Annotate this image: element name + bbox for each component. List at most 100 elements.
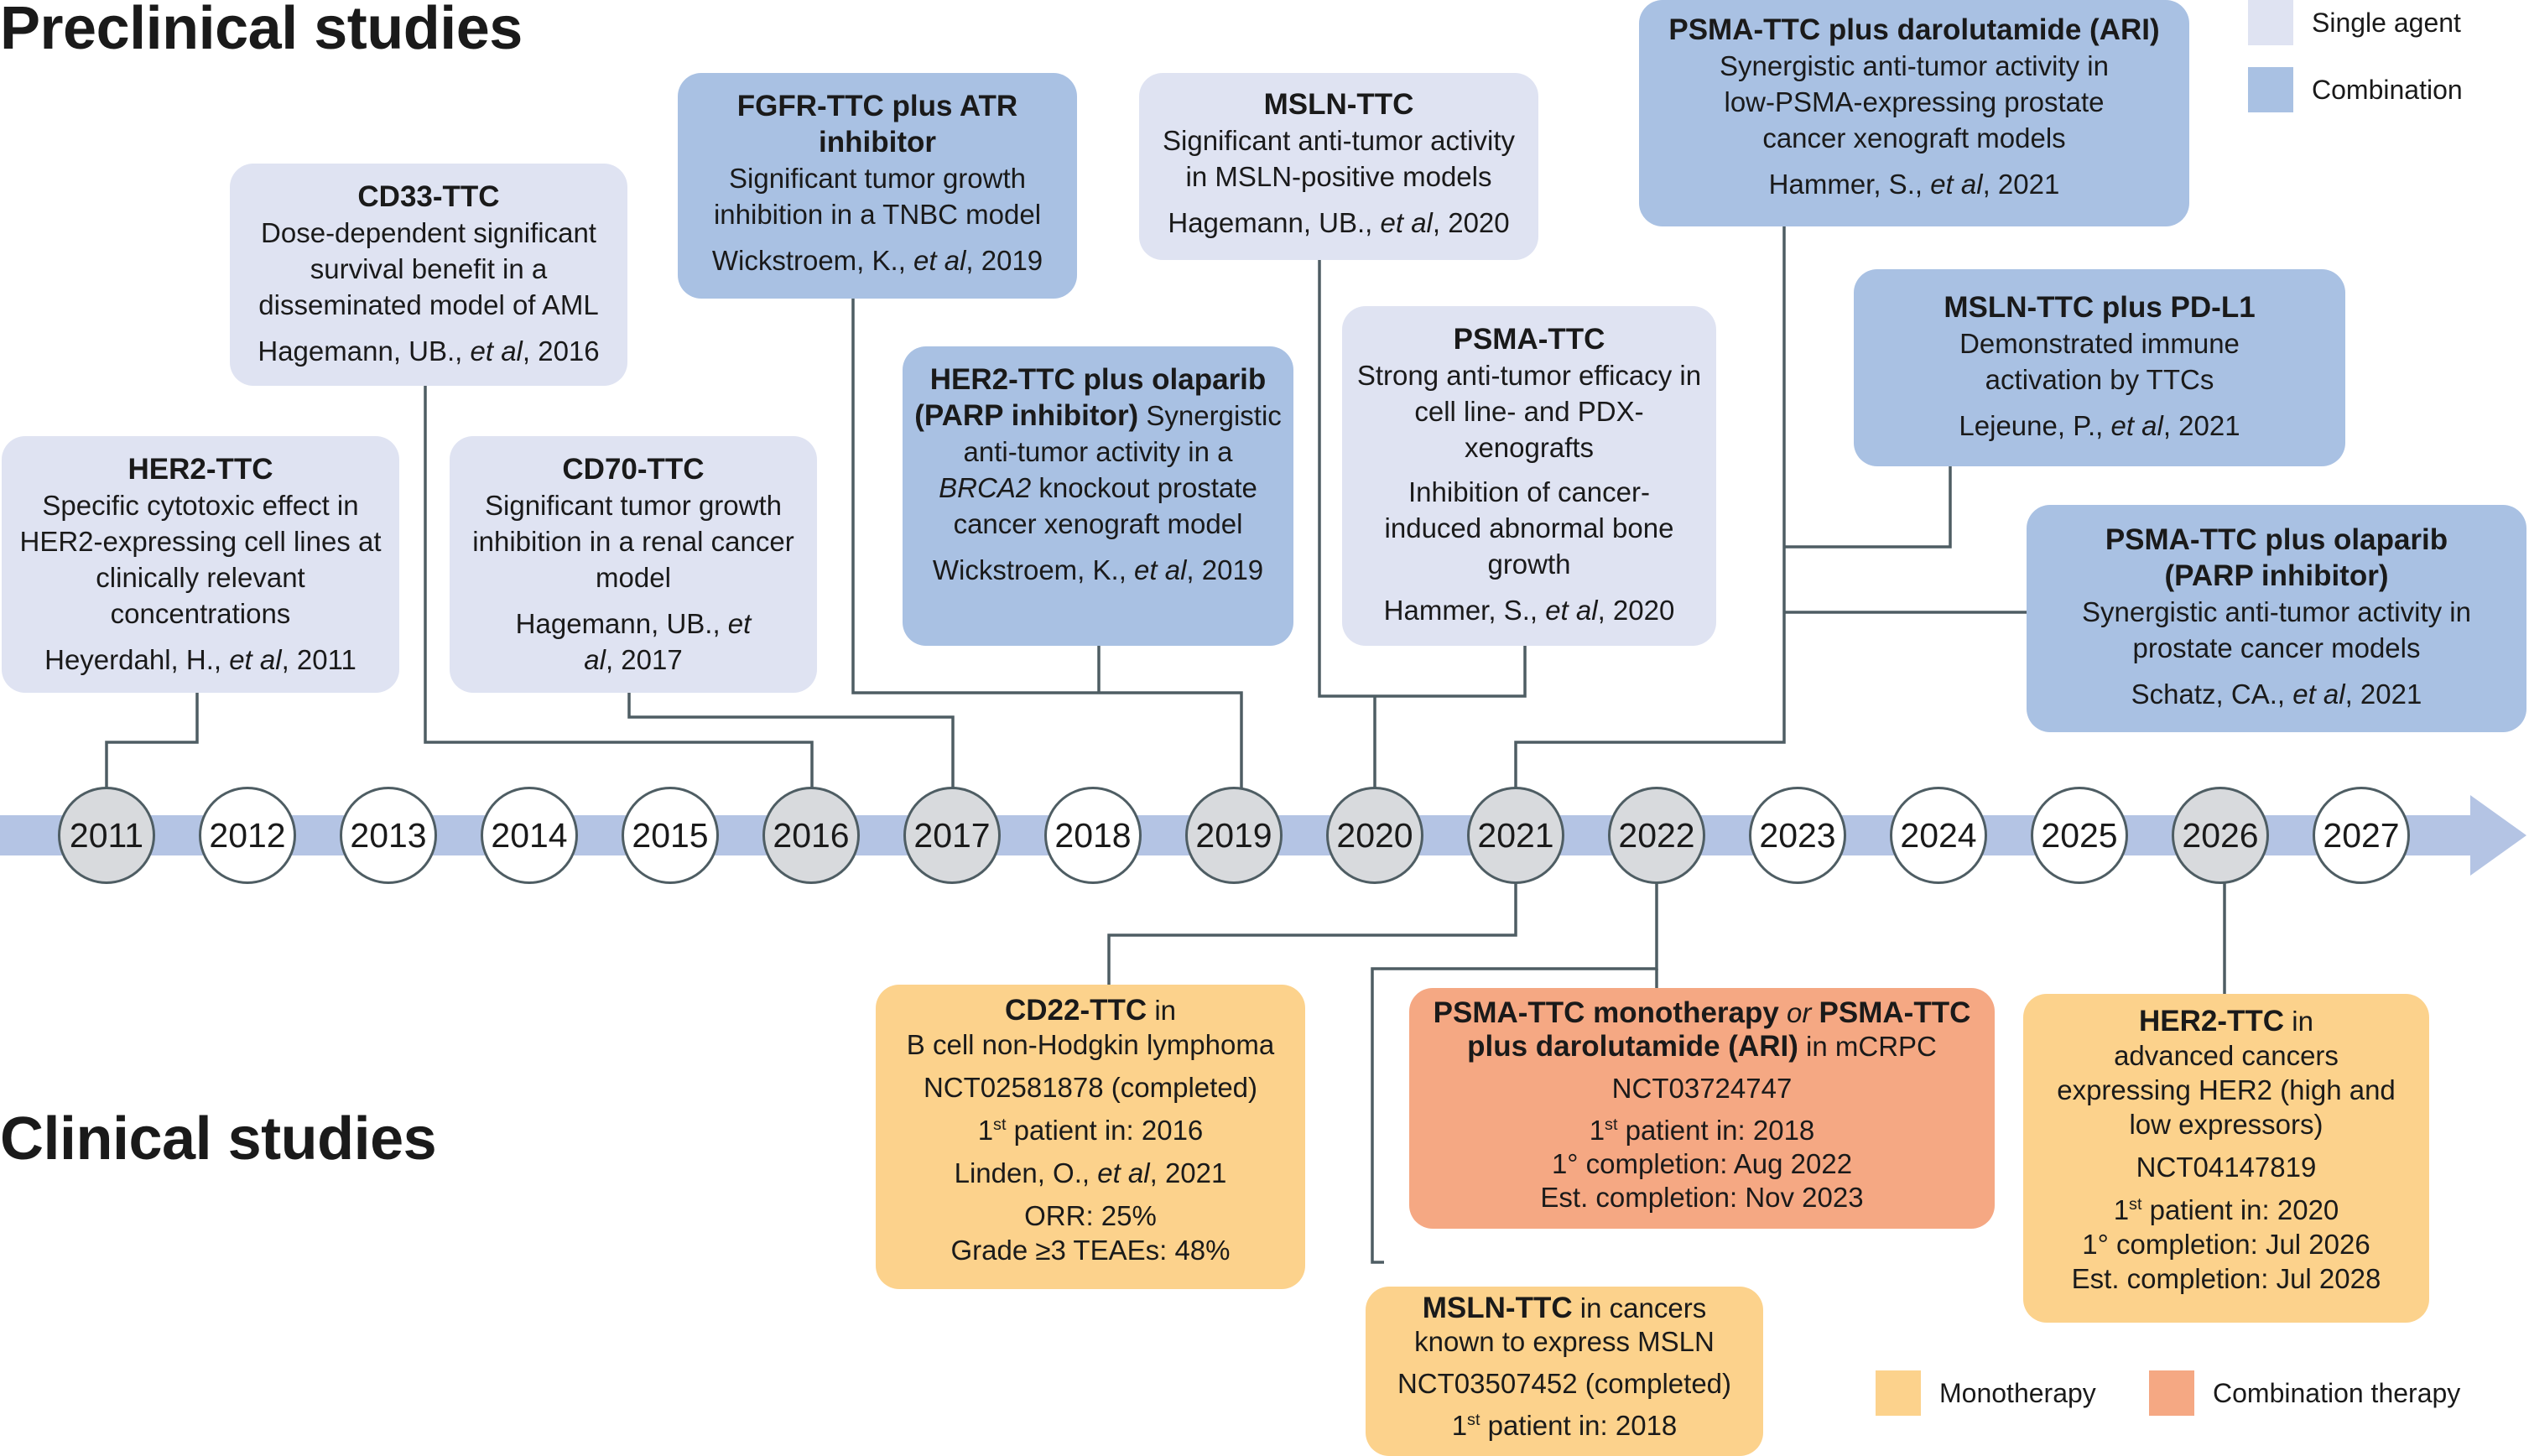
box-clin-cd22-desc: B cell non-Hodgkin lymphoma [906, 1029, 1275, 1060]
connector-clin-psma [1371, 882, 1658, 1264]
box-fgfr-ttc-desc: Significant tumor growth inhibition in a… [713, 163, 1042, 230]
connector-lines [105, 226, 2226, 1264]
year-2011: 2011 [58, 787, 155, 884]
year-2021: 2021 [1467, 787, 1564, 884]
box-her2-olaparib-title: HER2-TTC plus olaparib (PARP inhibitor) [914, 363, 1267, 432]
box-clin-cd22: CD22-TTC in B cell non-Hodgkin lymphoma … [876, 985, 1305, 1289]
legend-combination-label: Combination [2312, 74, 2463, 105]
box-clin-msln-nct: NCT03507452 (completed) [1397, 1368, 1732, 1399]
year-2015: 2015 [622, 787, 719, 884]
box-clin-cd22-title: CD22-TTC in [1004, 994, 1177, 1027]
box-fgfr-ttc: FGFR-TTC plus ATR inhibitor Significant … [678, 73, 1077, 299]
clinical-title: Clinical studies [0, 1105, 437, 1173]
year-2025: 2025 [2031, 787, 2128, 884]
box-psma-olaparib-title: PSMA-TTC plus olaparib (PARP inhibitor) [2105, 523, 2448, 592]
box-clin-psma-est: Est. completion: Nov 2023 [1540, 1182, 1864, 1213]
connector-cd33 [424, 386, 814, 788]
year-2019: 2019 [1185, 787, 1283, 884]
box-her2-ttc: HER2-TTC Specific cytotoxic effect in HE… [2, 436, 399, 693]
legend-combination-therapy-swatch [2149, 1370, 2194, 1416]
box-psma-darolutamide-desc: Synergistic anti-tumor activity in low-P… [1720, 50, 2109, 153]
year-2020: 2020 [1326, 787, 1423, 884]
box-msln-ttc-desc: Significant anti-tumor activity in MSLN-… [1163, 125, 1515, 192]
preclinical-title: Preclinical studies [0, 0, 523, 62]
box-psma-ttc-desc2: Inhibition of cancer-induced abnormal bo… [1384, 476, 1674, 580]
connector-clin-cd22 [1107, 882, 1517, 985]
box-cd33-ttc: CD33-TTC Dose-dependent significant surv… [230, 164, 627, 386]
connector-fgfr [851, 299, 1243, 788]
box-cd70-ttc-cite: Hagemann, UB., et al, 2017 [515, 608, 752, 675]
box-cd33-ttc-title: CD33-TTC [357, 180, 500, 213]
box-msln-ttc: MSLN-TTC Significant anti-tumor activity… [1139, 73, 1538, 260]
box-psma-olaparib-desc: Synergistic anti-tumor activity in prost… [2082, 596, 2471, 663]
year-2012: 2012 [199, 787, 296, 884]
box-cd33-ttc-cite: Hagemann, UB., et al, 2016 [258, 335, 600, 367]
box-cd33-ttc-desc: Dose-dependent significant survival bene… [258, 217, 599, 320]
box-her2-olaparib-desc: HER2-TTC plus olaparib (PARP inhibitor) … [914, 363, 1282, 539]
box-fgfr-ttc-cite: Wickstroem, K., et al, 2019 [711, 245, 1043, 276]
box-clin-cd22-first-patient: 1st patient in: 2016 [977, 1115, 1204, 1146]
box-cd70-ttc-desc: Significant tumor growth inhibition in a… [472, 490, 794, 593]
box-her2-ttc-desc: Specific cytotoxic effect in HER2-expres… [19, 490, 382, 629]
box-her2-olaparib: HER2-TTC plus olaparib (PARP inhibitor) … [903, 346, 1293, 646]
connector-cd70 [627, 693, 955, 788]
legend-single-agent: Single agent [2248, 0, 2461, 45]
box-clin-her2-desc: advanced cancers expressing HER2 (high a… [2057, 1040, 2396, 1140]
box-clin-psma-title: PSMA-TTC monotherapy or PSMA-TTC plus da… [1433, 996, 1971, 1063]
year-2013: 2013 [340, 787, 437, 884]
box-msln-pdl1-desc: Demonstrated immune activation by TTCs [1959, 328, 2240, 395]
box-clin-her2-title: HER2-TTC in [2139, 1005, 2313, 1037]
box-clin-her2: HER2-TTC in advanced cancers expressing … [2023, 994, 2429, 1323]
year-2018: 2018 [1044, 787, 1142, 884]
box-msln-ttc-cite: Hagemann, UB., et al, 2020 [1168, 207, 1510, 238]
box-psma-ttc-desc: Strong anti-tumor efficacy in cell line-… [1356, 360, 1702, 463]
box-clin-psma: PSMA-TTC monotherapy or PSMA-TTC plus da… [1409, 988, 1995, 1229]
connector-msln [1318, 260, 1527, 698]
legend-monotherapy: Monotherapy [1876, 1370, 2096, 1416]
connector-psma-daro [1514, 226, 1786, 788]
connector-msln-pdl1 [1784, 466, 1952, 549]
box-clin-cd22-cite: Linden, O., et al, 2021 [954, 1157, 1227, 1188]
connector-her2 [105, 693, 199, 788]
box-clin-her2-est: Est. completion: Jul 2028 [2071, 1263, 2381, 1294]
year-2016: 2016 [762, 787, 860, 884]
year-2026: 2026 [2172, 787, 2269, 884]
box-psma-ttc-title: PSMA-TTC [1453, 323, 1605, 356]
box-psma-darolutamide-cite: Hammer, S., et al, 2021 [1768, 169, 2060, 200]
box-psma-olaparib-cite: Schatz, CA., et al, 2021 [2131, 679, 2422, 710]
box-her2-olaparib-cite: Wickstroem, K., et al, 2019 [932, 554, 1264, 585]
legend-combination-therapy-label: Combination therapy [2213, 1377, 2461, 1408]
box-psma-ttc: PSMA-TTC Strong anti-tumor efficacy in c… [1342, 306, 1716, 646]
box-psma-darolutamide: PSMA-TTC plus darolutamide (ARI) Synergi… [1639, 0, 2189, 226]
box-msln-pdl1-cite: Lejeune, P., et al, 2021 [1959, 410, 2240, 441]
year-2017: 2017 [903, 787, 1001, 884]
box-psma-ttc-cite: Hammer, S., et al, 2020 [1383, 595, 1675, 626]
year-2024: 2024 [1890, 787, 1987, 884]
box-her2-ttc-title: HER2-TTC [127, 453, 273, 486]
box-clin-cd22-nct: NCT02581878 (completed) [923, 1072, 1258, 1103]
year-2022: 2022 [1608, 787, 1705, 884]
year-2027: 2027 [2313, 787, 2410, 884]
box-clin-cd22-orr: ORR: 25% [1024, 1200, 1157, 1231]
box-clin-her2-nct: NCT04147819 [2136, 1152, 2317, 1183]
box-fgfr-ttc-title: FGFR-TTC plus ATR inhibitor [736, 90, 1018, 159]
year-2023: 2023 [1749, 787, 1846, 884]
box-clin-msln-title: MSLN-TTC in cancers known to express MSL… [1414, 1292, 1715, 1357]
legend-combination: Combination [2248, 67, 2463, 112]
year-2014: 2014 [481, 787, 578, 884]
box-her2-ttc-cite: Heyerdahl, H., et al, 2011 [44, 644, 356, 675]
box-msln-pdl1-title: MSLN-TTC plus PD-L1 [1944, 291, 2256, 324]
box-clin-psma-nct: NCT03724747 [1611, 1073, 1793, 1104]
box-msln-pdl1: MSLN-TTC plus PD-L1 Demonstrated immune … [1854, 269, 2345, 466]
legend-single-swatch [2248, 0, 2293, 45]
legend-monotherapy-swatch [1876, 1370, 1921, 1416]
box-clin-psma-first-patient: 1st patient in: 2018 [1589, 1115, 1815, 1146]
box-clin-her2-primary: 1° completion: Jul 2026 [2082, 1229, 2370, 1260]
legend-monotherapy-label: Monotherapy [1939, 1377, 2096, 1408]
box-clin-psma-primary: 1° completion: Aug 2022 [1551, 1148, 1853, 1179]
box-clin-msln: MSLN-TTC in cancers known to express MSL… [1366, 1287, 1763, 1456]
box-clin-msln-first-patient: 1st patient in: 2018 [1451, 1410, 1678, 1441]
legend-single-label: Single agent [2312, 7, 2461, 38]
box-clin-her2-first-patient: 1st patient in: 2020 [2113, 1194, 2339, 1225]
box-cd70-ttc: CD70-TTC Significant tumor growth inhibi… [450, 436, 817, 693]
